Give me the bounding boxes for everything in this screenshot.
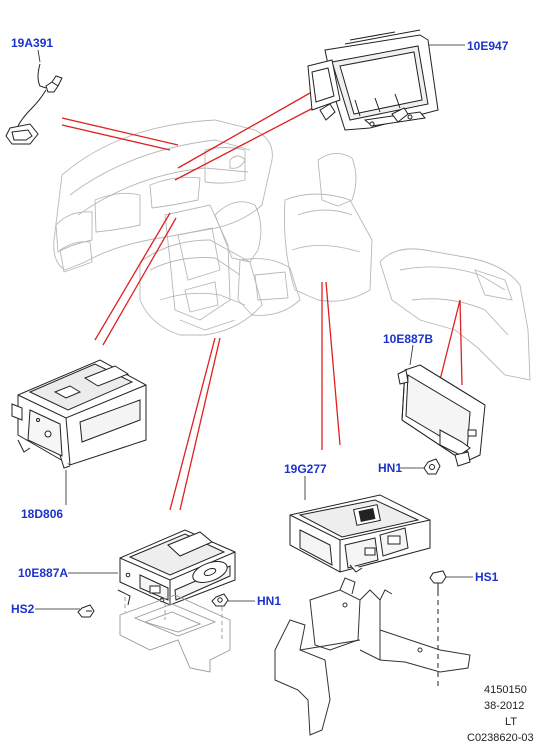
label-hs2: HS2 xyxy=(11,602,35,616)
label-10e947: 10E947 xyxy=(467,39,509,53)
leader-lines xyxy=(61,92,463,511)
label-18d806: 18D806 xyxy=(21,507,64,521)
display-unit-part xyxy=(307,29,439,131)
label-19a391: 19A391 xyxy=(11,36,54,50)
label-hn1-left: HN1 xyxy=(257,594,282,608)
radio-receiver-part xyxy=(11,359,147,469)
footer-number: 4150150 xyxy=(484,684,527,696)
label-10e887a: 10E887A xyxy=(18,566,69,580)
mounting-bracket-rear xyxy=(274,577,471,736)
callout-leaders xyxy=(35,44,473,610)
rear-entertainment-module-a-part xyxy=(117,529,236,606)
rear-entertainment-module-b-part xyxy=(397,364,486,467)
rear-view-camera-switch-part xyxy=(5,63,63,145)
footer-ref: C0238620-03 xyxy=(467,732,534,744)
mounting-bracket-front xyxy=(119,594,231,673)
label-19g277: 19G277 xyxy=(284,462,327,476)
video-module-part xyxy=(289,494,431,573)
screw-hs1-part xyxy=(429,570,447,690)
label-hn1-right: HN1 xyxy=(378,461,403,475)
footer-code: LT xyxy=(505,716,518,728)
nut-hn1-left-part xyxy=(211,593,229,607)
footer-date: 38-2012 xyxy=(484,700,525,712)
label-10e887b: 10E887B xyxy=(383,332,434,346)
vehicle-interior-outline xyxy=(53,119,531,381)
screw-hs2-part xyxy=(77,604,95,618)
label-hs1: HS1 xyxy=(475,570,499,584)
nut-hn1-right-part xyxy=(423,458,441,475)
